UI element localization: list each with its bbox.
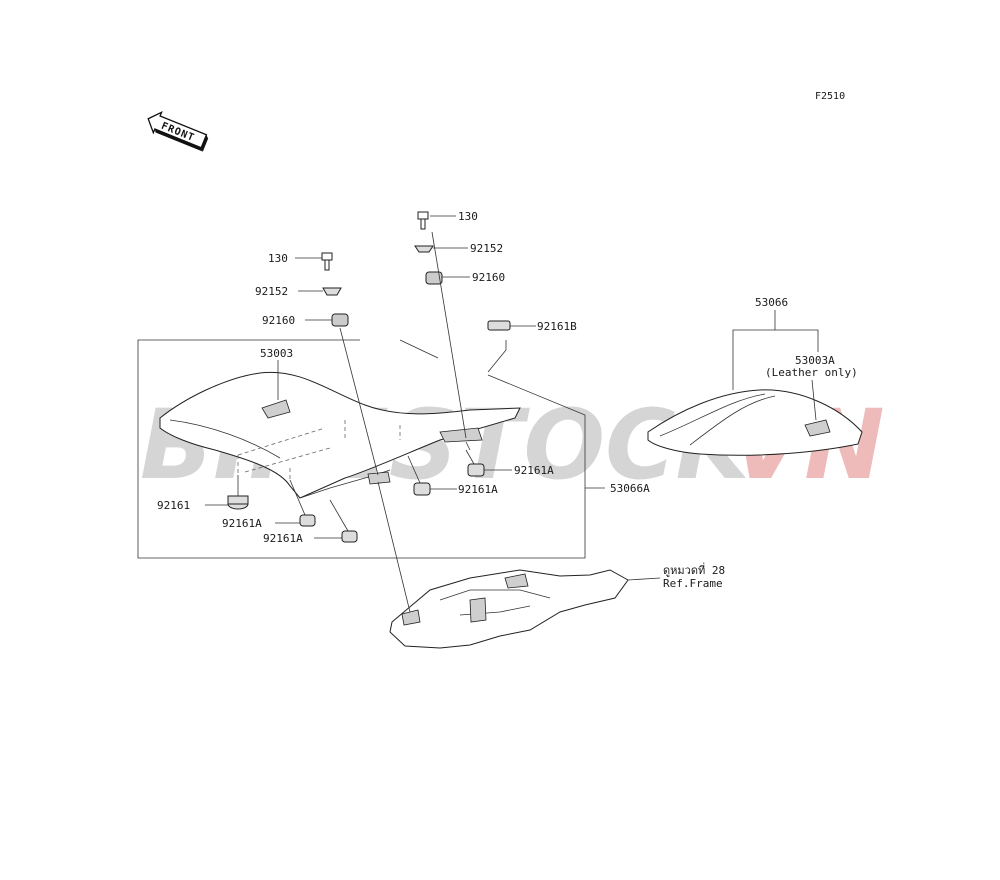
frame-part xyxy=(389,569,661,649)
damper-icon-right xyxy=(425,271,443,285)
damper-a-low1-icon xyxy=(299,514,316,527)
label-53003: 53003 xyxy=(260,347,293,360)
label-130-left: 130 xyxy=(268,252,288,265)
label-92161A-low2: 92161A xyxy=(263,532,303,545)
label-53066: 53066 xyxy=(755,296,788,309)
label-92160-right: 92160 xyxy=(472,271,505,284)
bolt-icon-left xyxy=(321,252,333,271)
collar-icon-right xyxy=(414,245,434,253)
right-fastener-stack xyxy=(414,211,470,439)
label-130-right: 130 xyxy=(458,210,478,223)
label-92161A-upper: 92161A xyxy=(514,464,554,477)
label-92161A-mid: 92161A xyxy=(458,483,498,496)
label-92161A-low1: 92161A xyxy=(222,517,262,530)
label-92161B: 92161B xyxy=(537,320,577,333)
damper-a-mid-icon xyxy=(413,482,431,496)
label-92161: 92161 xyxy=(157,499,190,512)
label-92160-left: 92160 xyxy=(262,314,295,327)
collar-icon-left xyxy=(322,287,342,296)
label-leather-only: (Leather only) xyxy=(765,366,858,379)
damper-a-low2-icon xyxy=(341,530,358,543)
main-seat xyxy=(159,371,521,499)
seat-assy-alt-bracket xyxy=(732,310,819,390)
label-ref-frame: Ref.Frame xyxy=(663,577,723,590)
damper-icon-left xyxy=(331,313,349,327)
label-ref-thai: ดูหมวดที่ 28 xyxy=(663,562,725,577)
left-fastener-stack xyxy=(295,252,471,613)
figure-code: F2510 xyxy=(815,91,845,102)
label-92152-left: 92152 xyxy=(255,285,288,298)
damper-a-upper-icon xyxy=(467,463,485,477)
pillion-seat xyxy=(647,379,863,456)
seat-assy-bracket xyxy=(137,339,605,559)
bolt-icon-right xyxy=(417,211,429,230)
damper-b-icon xyxy=(487,320,511,331)
front-arrow-icon: FRONT xyxy=(147,110,209,152)
label-53003A: 53003A xyxy=(795,354,835,367)
label-92152-right: 92152 xyxy=(470,242,503,255)
label-53066A: 53066A xyxy=(610,482,650,495)
